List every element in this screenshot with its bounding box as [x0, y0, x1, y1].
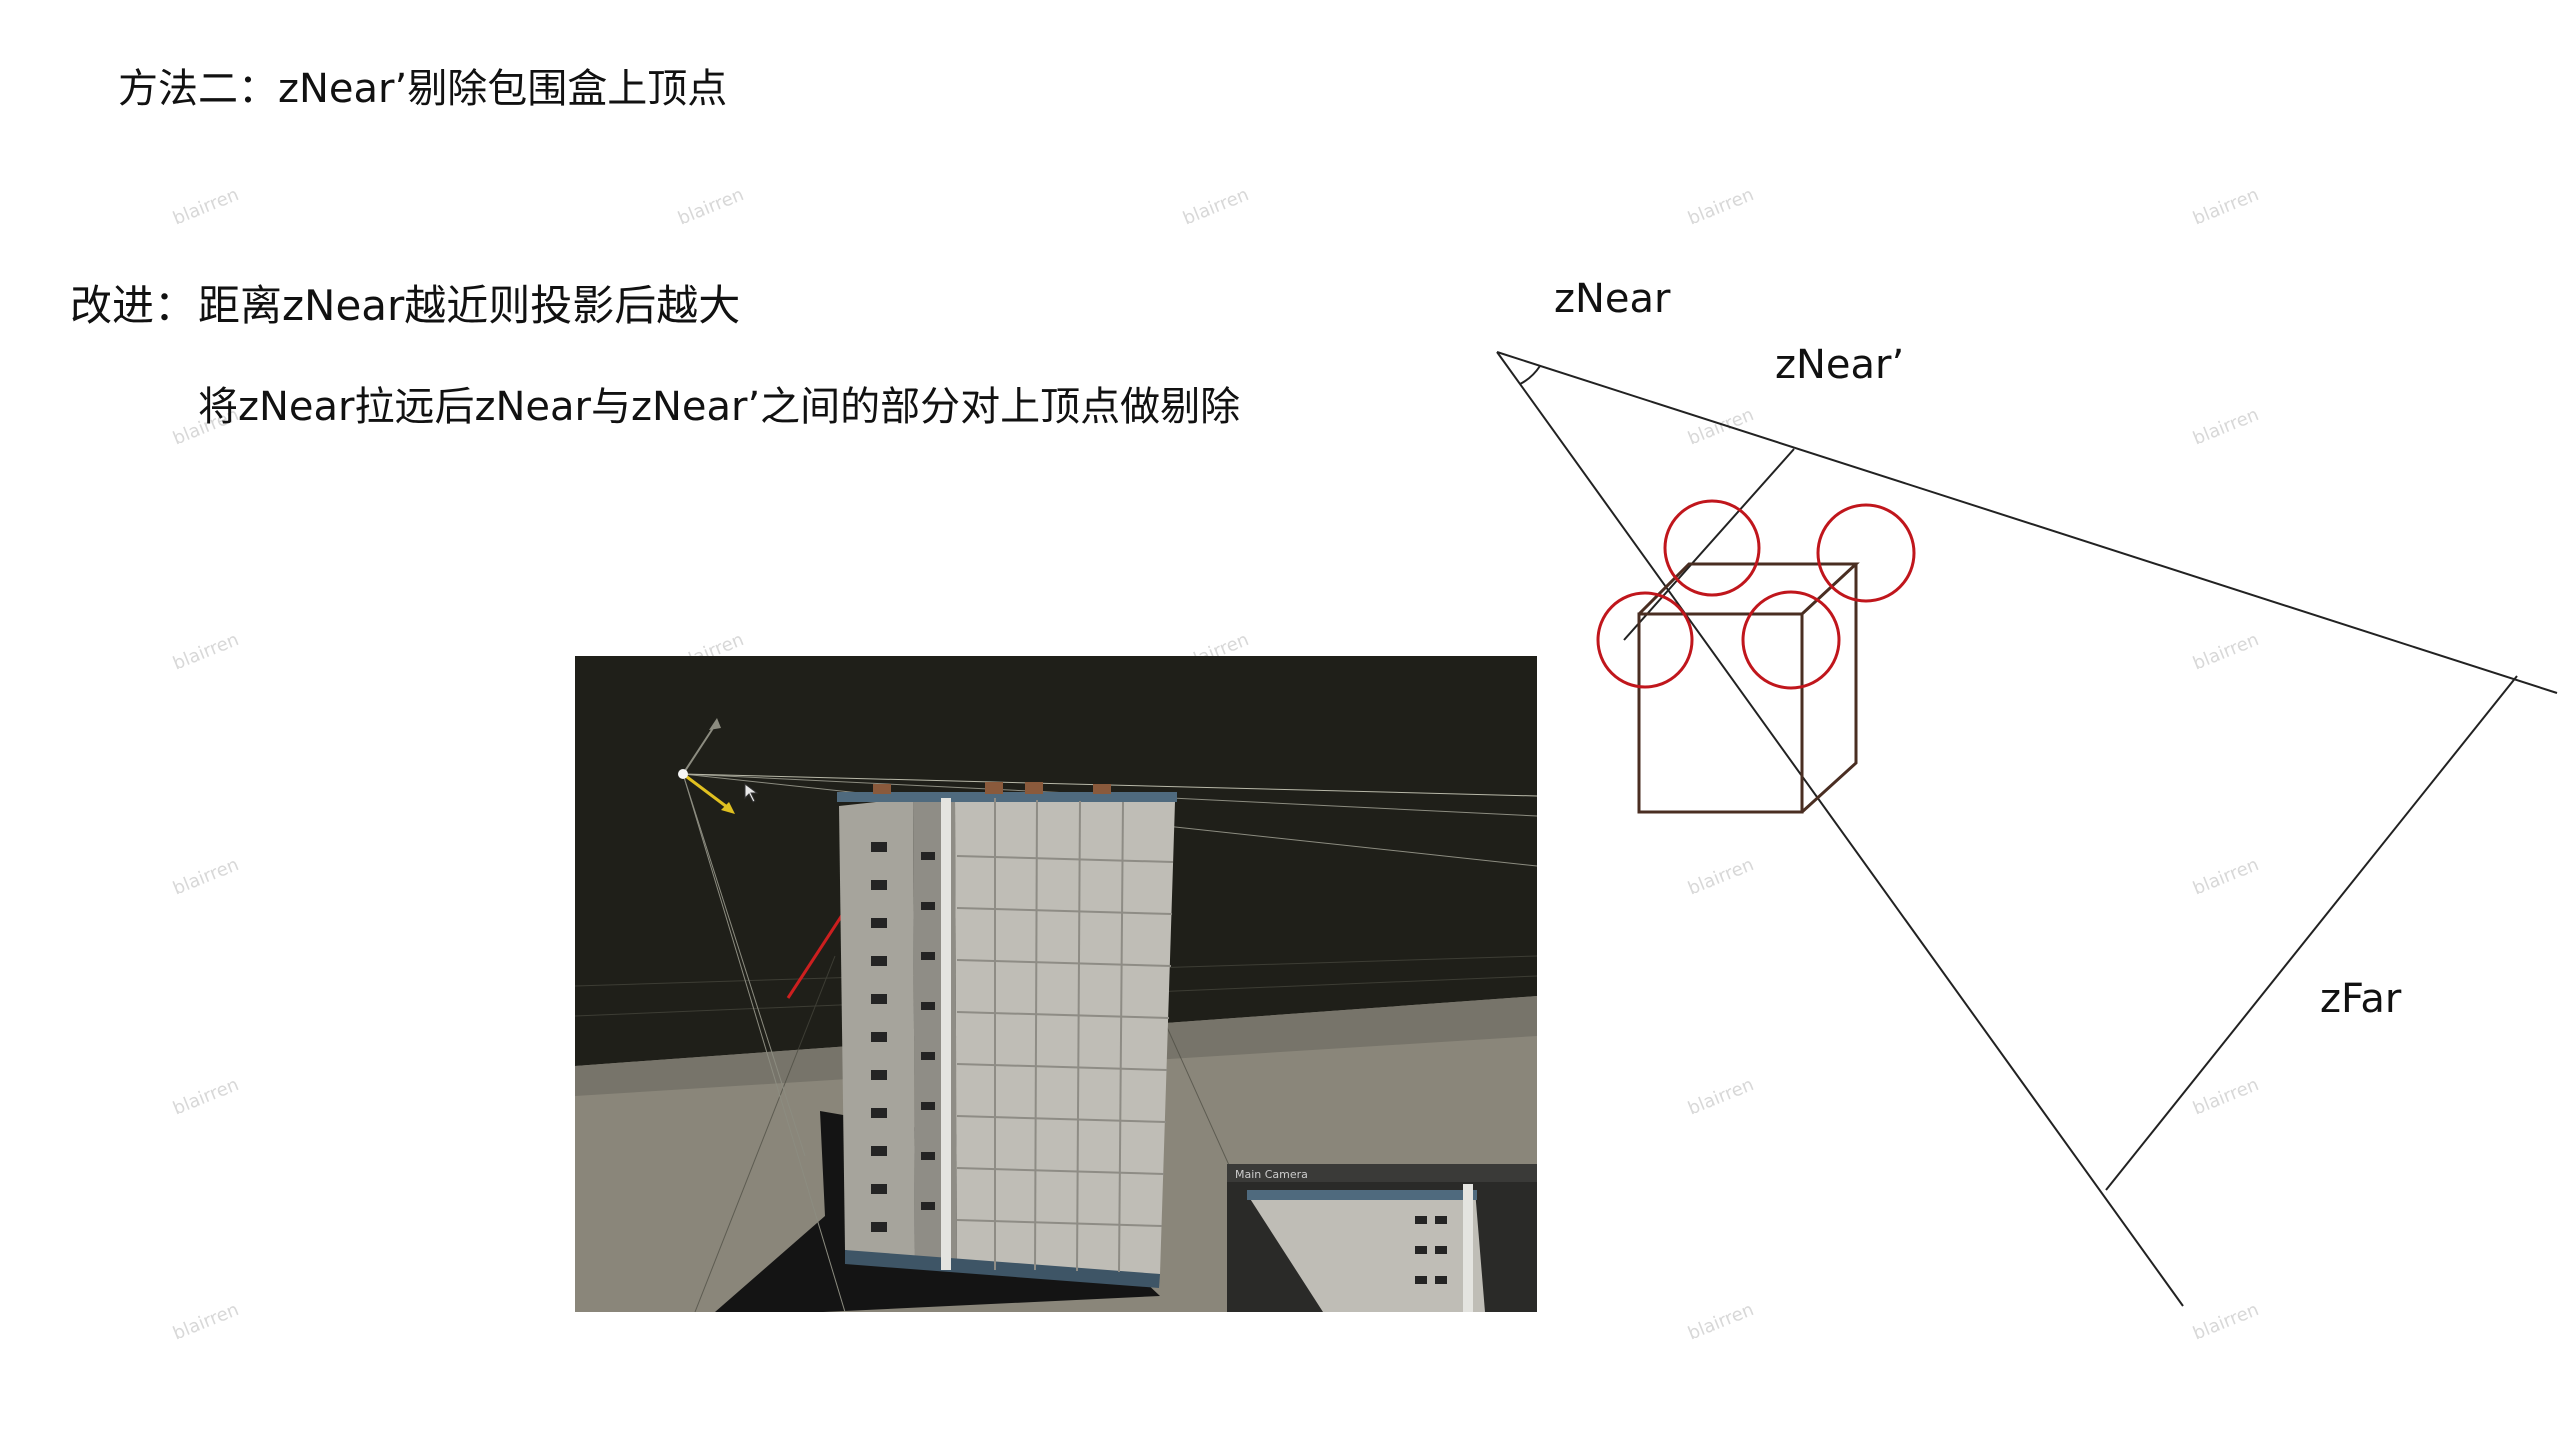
building-roof-edge: [837, 792, 1177, 802]
znear-prime-plane: [1623, 448, 1795, 641]
frustum-angle-arc: [1519, 365, 1541, 385]
watermark: blairren: [1685, 184, 1757, 230]
watermark: blairren: [170, 854, 242, 900]
watermark: blairren: [170, 629, 242, 675]
gizmo-up-arrow: [682, 721, 718, 775]
label-zfar: zFar: [2320, 976, 2402, 1022]
improvement-text-line-2: 将zNear拉远后zNear与zNear’之间的部分对上顶点做剔除: [198, 384, 1241, 430]
engine-screenshot: Main Camera: [575, 656, 1537, 1312]
building-left-windows: [871, 842, 935, 1232]
watermark: blairren: [170, 1074, 242, 1120]
building-white-column: [941, 798, 951, 1270]
gizmo-up-arrow-head: [709, 718, 721, 730]
scene-view: Main Camera: [575, 656, 1537, 1312]
roof-chimney: [873, 784, 891, 794]
preview-white-column: [1463, 1184, 1473, 1312]
vertex-circles: [1596, 499, 1916, 690]
zfar-plane: [2105, 675, 2518, 1191]
mouse-cursor-icon: [744, 783, 759, 803]
bounding-box-side-face: [1800, 564, 1858, 814]
vertex-circle-front-right: [1741, 590, 1841, 690]
improvement-label: 改进：: [70, 281, 197, 330]
label-znear: zNear: [1554, 276, 1671, 322]
vertex-circle-back-right: [1816, 503, 1916, 603]
label-znear-prime: zNear’: [1775, 342, 1904, 388]
frustum-edge-upper: [1496, 351, 2558, 694]
camera-preview-header: [1227, 1164, 1537, 1182]
camera-preview-panel: Main Camera: [1227, 1164, 1537, 1312]
preview-roof-edge: [1247, 1190, 1477, 1200]
building-front-face: [955, 796, 1175, 1274]
improvement-text-line-1: 距离zNear越近则投影后越大: [198, 281, 741, 330]
watermark: blairren: [2190, 184, 2262, 230]
vertex-circle-front-left: [1596, 591, 1694, 689]
frustum-diagram: zNear zNear’ zFar: [1496, 276, 2558, 1307]
watermark: blairren: [1180, 184, 1252, 230]
vertex-circle-back-left: [1663, 499, 1761, 597]
watermark: blairren: [675, 184, 747, 230]
camera-position-dot: [678, 769, 688, 779]
gizmo-yellow-arrow: [682, 772, 732, 812]
roof-chimney: [1093, 784, 1111, 794]
bounding-box: [1637, 562, 1860, 814]
frustum-lines: [1496, 351, 2558, 1307]
bounding-box-front-face: [1637, 612, 1804, 814]
building-base-stripe: [845, 1250, 1160, 1288]
bounding-box-top-face: [1637, 562, 1860, 616]
frustum-edge-lower: [1496, 351, 2184, 1307]
watermark: blairren: [170, 1299, 242, 1345]
camera-preview-label: Main Camera: [1235, 1168, 1308, 1181]
building-front-grid: [956, 798, 1174, 1273]
roof-chimney: [985, 782, 1003, 794]
building: [837, 782, 1177, 1288]
roof-chimney: [1025, 782, 1043, 794]
slide-title: 方法二：zNear’剔除包围盒上顶点: [118, 66, 728, 112]
preview-windows: [1415, 1216, 1447, 1284]
watermark: blairren: [170, 184, 242, 230]
gizmo-yellow-arrow-head: [721, 802, 735, 814]
